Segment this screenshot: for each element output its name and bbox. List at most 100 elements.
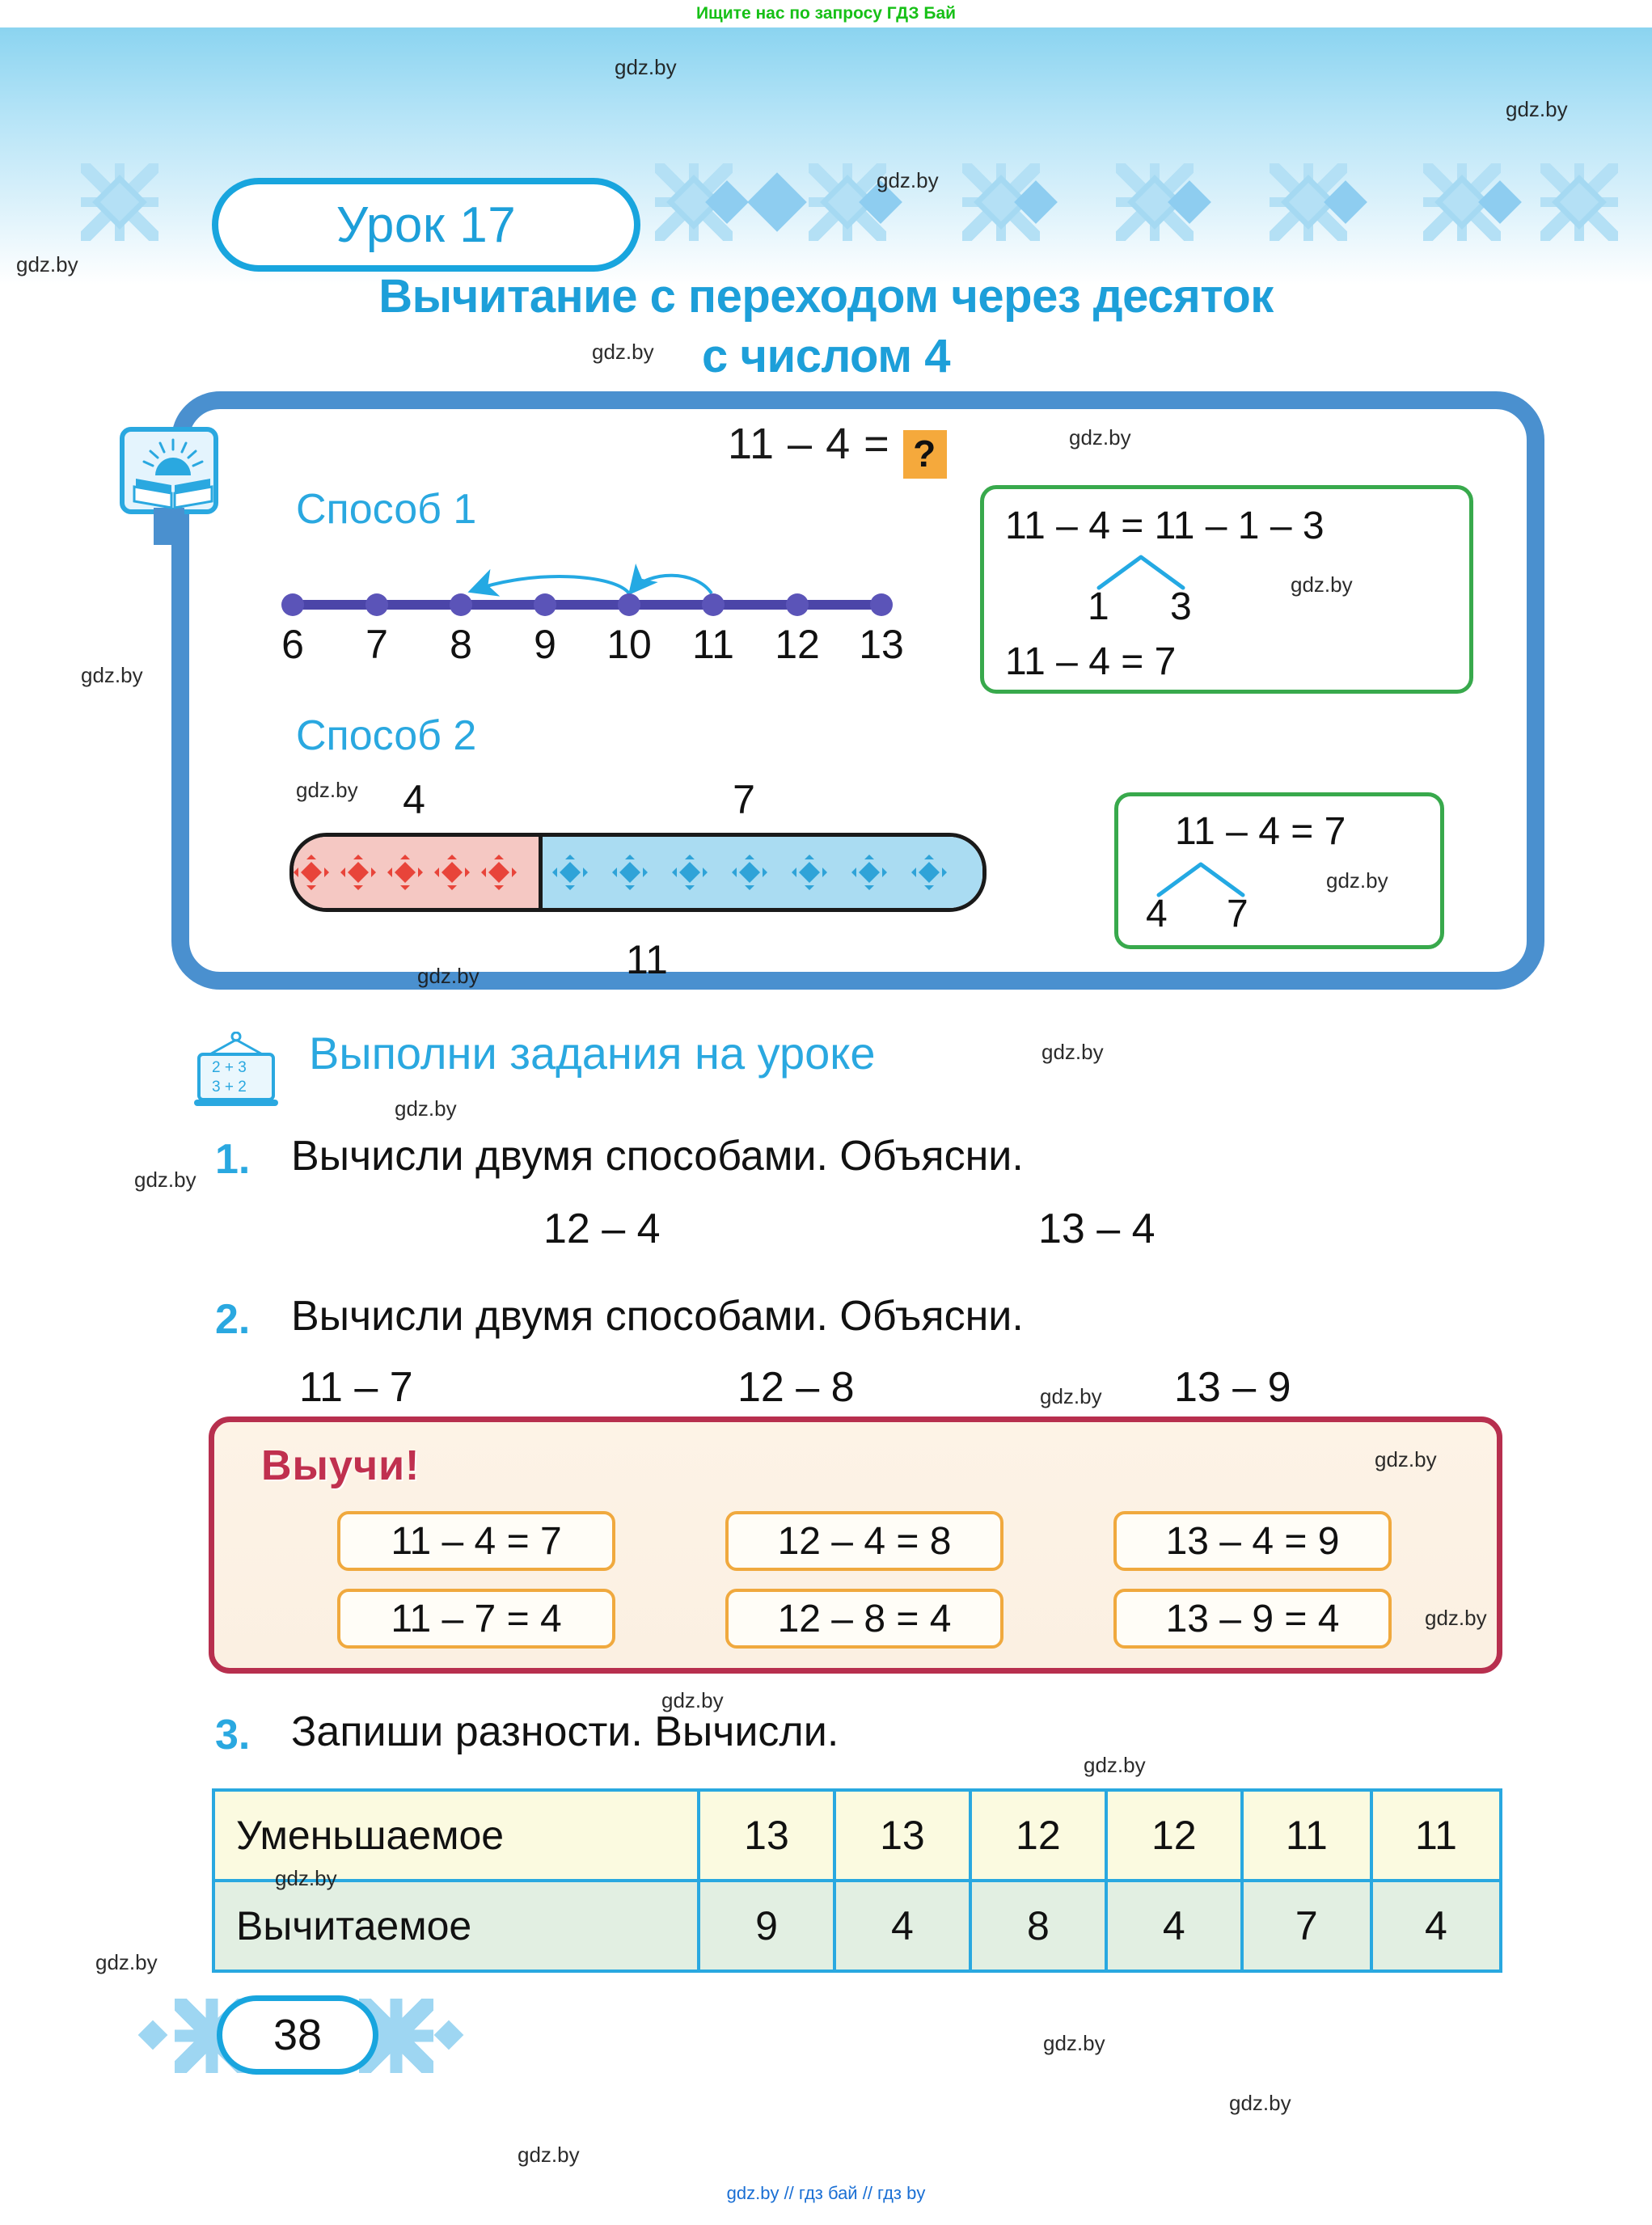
- gb1-line1: 11 – 4 = 11 – 1 – 3: [1005, 505, 1325, 547]
- strip-left-pattern: [294, 855, 517, 890]
- watermark: gdz.by: [395, 1096, 457, 1121]
- table-cell: 11: [1369, 1788, 1503, 1882]
- watermark: gdz.by: [1041, 1040, 1104, 1064]
- task-1-text: Вычисли двумя способами. Объясни.: [291, 1133, 1024, 1180]
- watermark: gdz.by: [134, 1167, 196, 1192]
- table-cell: 11: [1240, 1788, 1373, 1882]
- task-2-expr-2: 12 – 8: [737, 1364, 855, 1411]
- watermark: gdz.by: [1043, 2031, 1105, 2055]
- promo-bar: Ищите нас по запросу ГДЗ Бай: [0, 0, 1652, 27]
- task-3-text: Запиши разности. Вычисли.: [291, 1708, 839, 1755]
- main-equation-lhs: 11 – 4 =: [728, 420, 890, 468]
- task-1-expr-1: 12 – 4: [543, 1205, 661, 1252]
- strip-right-label: 7: [733, 777, 755, 822]
- svg-text:2 + 3: 2 + 3: [212, 1059, 247, 1076]
- table-cell: 13: [697, 1788, 836, 1882]
- header-band: Урок 17: [0, 27, 1652, 285]
- blackboard-icon: 2 + 3 3 + 2: [186, 1031, 286, 1106]
- page-number-block: 38: [137, 1987, 493, 2084]
- number-line-tick: [786, 593, 809, 616]
- svg-text:3 + 2: 3 + 2: [212, 1079, 247, 1096]
- number-line-jump-arrows: [467, 563, 713, 597]
- task-3-number: 3.: [215, 1712, 251, 1758]
- number-line-label: 7: [365, 622, 388, 667]
- number-line-tick: [702, 593, 725, 616]
- table-cell: 12: [968, 1788, 1108, 1882]
- number-line-tick: [534, 593, 556, 616]
- strip-segment-right: [539, 837, 982, 908]
- strip-total-label: 11: [626, 937, 668, 982]
- watermark: gdz.by: [1229, 2091, 1291, 2115]
- number-line-label: 13: [859, 622, 904, 667]
- tasks-header-text: Выполни задания на уроке: [309, 1028, 876, 1079]
- gb1-decomposition-bracket: [1096, 555, 1185, 590]
- number-line-label: 11: [692, 622, 734, 667]
- task-1-number: 1.: [215, 1136, 251, 1183]
- learn-fact-r2-c1: 11 – 7 = 4: [337, 1589, 615, 1649]
- footer-text: gdz.by // гдз бай // гдз by: [726, 2183, 926, 2203]
- table-cell: 7: [1240, 1879, 1373, 1973]
- strip-segment-left: [294, 837, 539, 908]
- footer-ornament-diamond-left: [137, 2020, 168, 2050]
- watermark: gdz.by: [95, 1950, 158, 1974]
- table-cell: 4: [1369, 1879, 1503, 1973]
- ornament-row: [0, 149, 1652, 262]
- lesson-badge-label: Урок 17: [336, 196, 517, 253]
- method-1-explanation-box: 11 – 4 = 11 – 1 – 3 1 3 11 – 4 = 7: [980, 485, 1473, 694]
- number-line-tick: [281, 593, 304, 616]
- method-2-explanation-box: 11 – 4 = 7 4 7: [1114, 792, 1444, 949]
- main-equation: 11 – 4 = ?: [728, 419, 947, 479]
- lesson-badge: Урок 17: [212, 178, 640, 272]
- number-line: 6 7 8 9 10 11 12 13: [275, 558, 922, 679]
- number-line-tick: [365, 593, 388, 616]
- ornament-star: [81, 163, 158, 241]
- number-line-label: 10: [606, 622, 652, 667]
- sunrise-book-glyph: [133, 438, 213, 509]
- gb2-part-b: 7: [1227, 893, 1249, 935]
- learn-box-title: Выучи!: [261, 1442, 420, 1489]
- table-row-header: Уменьшаемое: [212, 1788, 700, 1882]
- watermark: gdz.by: [1040, 1384, 1102, 1408]
- gb2-line1: 11 – 4 = 7: [1175, 810, 1346, 853]
- learn-fact-r1-c3: 13 – 4 = 9: [1113, 1511, 1392, 1571]
- task-2-text: Вычисли двумя способами. Объясни.: [291, 1293, 1024, 1340]
- number-line-label: 8: [450, 622, 472, 667]
- promo-text: Ищите нас по запросу ГДЗ Бай: [695, 4, 957, 23]
- page-title: Вычитание с переходом через десяток с чи…: [0, 267, 1652, 386]
- footer-ornament-diamond-right: [433, 2020, 464, 2050]
- learn-box: Выучи! 11 – 4 = 7 12 – 4 = 8 13 – 4 = 9 …: [209, 1416, 1502, 1674]
- strip-outer: [289, 833, 987, 912]
- page-number: 38: [217, 1995, 378, 2075]
- sunrise-book-icon: [120, 427, 218, 545]
- gb1-part-a: 1: [1088, 585, 1109, 628]
- method-1-label: Способ 1: [296, 486, 477, 533]
- page-title-line2: с числом 4: [702, 330, 950, 382]
- method-2-label: Способ 2: [296, 712, 477, 759]
- strip-right-pattern: [552, 855, 947, 890]
- table-cell: 9: [697, 1879, 836, 1973]
- table-row-header: Вычитаемое: [212, 1879, 700, 1973]
- table-cell: 12: [1104, 1788, 1244, 1882]
- number-line-label: 9: [534, 622, 556, 667]
- learn-fact-r2-c2: 12 – 8 = 4: [725, 1589, 1003, 1649]
- task-2-expr-1: 11 – 7: [299, 1364, 413, 1411]
- gb1-part-b: 3: [1170, 585, 1192, 628]
- part-whole-strip: [289, 833, 993, 938]
- watermark: gdz.by: [81, 663, 143, 687]
- watermark: gdz.by: [518, 2143, 580, 2167]
- gb2-decomposition-bracket: [1156, 862, 1245, 897]
- number-line-label: 12: [775, 622, 820, 667]
- watermark: gdz.by: [1084, 1753, 1146, 1777]
- task-2-number: 2.: [215, 1296, 251, 1343]
- ornament-diamond: [747, 172, 807, 232]
- gb1-line2: 11 – 4 = 7: [1005, 640, 1177, 683]
- table-cell: 13: [832, 1788, 972, 1882]
- number-line-tick: [450, 593, 472, 616]
- answer-placeholder-box[interactable]: ?: [902, 430, 947, 479]
- strip-left-label: 4: [403, 777, 425, 822]
- number-line-label: 6: [281, 622, 304, 667]
